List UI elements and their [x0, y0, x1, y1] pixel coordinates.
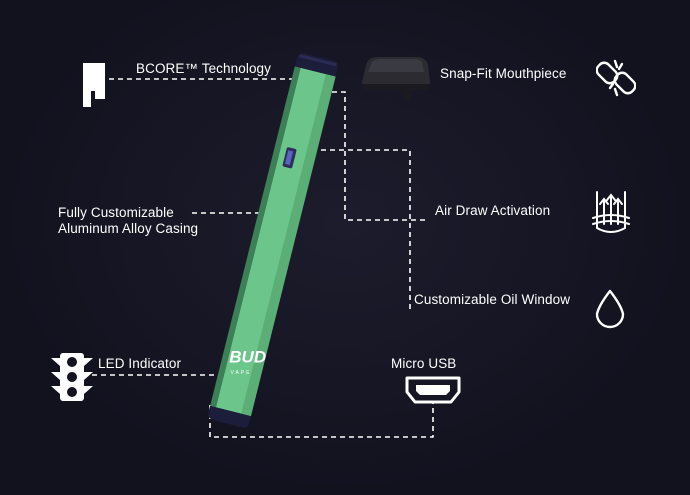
bcore-label: BCORE™ Technology: [136, 61, 272, 76]
air-draw-label: Air Draw Activation: [435, 203, 551, 218]
casing-label-line2: Aluminum Alloy Casing: [58, 221, 199, 236]
leader-air-draw: [312, 149, 411, 311]
leader-usb: [209, 403, 434, 438]
pen-bottom-cap: [208, 405, 251, 428]
brand-logo-sub: VAPE: [230, 370, 251, 376]
droplet-icon: [595, 289, 625, 329]
vape-pen: BUD VAPE: [208, 53, 338, 428]
casing-label-line1: Fully Customizable: [58, 205, 174, 220]
micro-usb-icon: [405, 376, 461, 404]
mouthpiece-illustration: [362, 57, 430, 101]
bcore-icon: [83, 63, 105, 107]
pen-body: [215, 67, 336, 417]
air-flow-icon: [592, 191, 630, 233]
brand-logo: BUD: [229, 347, 266, 366]
broken-link-icon: [596, 59, 636, 97]
traffic-light-icon: [51, 353, 93, 401]
led-label: LED Indicator: [98, 356, 182, 371]
oil-window-label: Customizable Oil Window: [414, 292, 571, 307]
mouthpiece-label: Snap-Fit Mouthpiece: [440, 66, 567, 81]
pen-top-cap: [294, 53, 338, 77]
usb-label: Micro USB: [391, 356, 457, 371]
leader-mouthpiece: [332, 91, 428, 221]
